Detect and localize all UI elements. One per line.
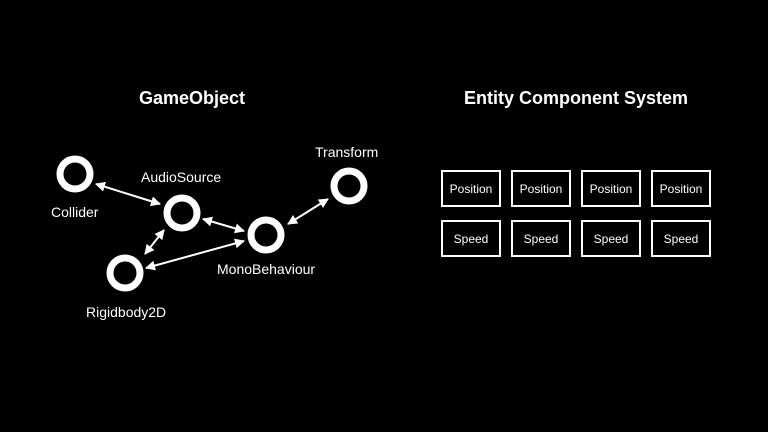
label-rigidbody2d: Rigidbody2D [86,304,167,320]
ecs-title: Entity Component System [464,88,689,108]
edge-monobehaviour-transform [287,198,329,225]
speed-cell: Speed [581,220,641,257]
position-cell: Position [511,170,571,207]
position-cell: Position [581,170,641,207]
speed-cell: Speed [511,220,571,257]
edge-audiosource-monobehaviour [202,216,245,234]
label-collider: Collider [51,204,99,220]
ecs-component-grid: Position Position Position Position Spee… [441,170,711,257]
position-cell: Position [441,170,501,207]
speed-cell: Speed [651,220,711,257]
position-cell: Position [651,170,711,207]
node-monobehaviour [247,216,285,254]
label-transform: Transform [315,144,379,160]
node-rigidbody2d [106,254,144,292]
node-transform [330,167,368,205]
node-collider [56,155,94,193]
speed-cell: Speed [441,220,501,257]
node-audiosource [163,194,201,232]
edge-rigidbody-monobehaviour [145,238,245,271]
label-monobehaviour: MonoBehaviour [217,261,316,277]
gameobject-title: GameObject [139,88,246,108]
edge-audiosource-rigidbody [144,229,165,255]
label-audiosource: AudioSource [141,169,222,185]
edge-collider-audiosource [95,181,161,207]
